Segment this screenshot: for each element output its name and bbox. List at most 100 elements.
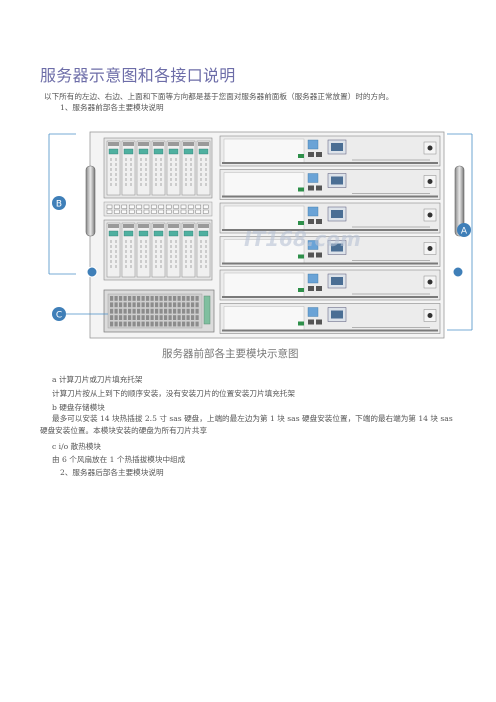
fan-vent (177, 308, 181, 314)
item-b-title: b 硬盘存储模块 (52, 403, 105, 412)
callout-c: C (52, 307, 108, 321)
right-handle (454, 165, 465, 237)
fan-vent (159, 302, 163, 308)
fan-vent (123, 302, 127, 308)
fan-vent (164, 302, 168, 308)
disk-bay (106, 222, 121, 278)
status-led (202, 209, 209, 214)
fan-vent (195, 315, 199, 320)
fan-vent (146, 315, 150, 320)
server-front-diagram: A B C IT168.com (48, 131, 473, 339)
status-led (143, 204, 150, 209)
status-led (165, 204, 172, 209)
fan-vent (186, 302, 190, 308)
fan-vent (177, 296, 181, 301)
fan-vent (173, 302, 177, 308)
fan-vent (186, 308, 190, 314)
fan-vent (110, 302, 114, 308)
status-led (158, 204, 165, 209)
disk-bay (181, 222, 196, 278)
compute-blade (219, 303, 441, 334)
fan-vent (159, 321, 163, 327)
fan-vent (195, 296, 199, 301)
item-c-title: c i/o 散热模块 (52, 442, 102, 451)
fan-vent (150, 308, 154, 314)
fan-vent (182, 302, 186, 308)
disk-bay (106, 140, 121, 196)
fan-vent (177, 302, 181, 308)
section-2-heading: 2、服务器后部各主要模块说明 (60, 468, 164, 477)
callout-a-label: A (461, 227, 468, 237)
status-led (180, 204, 187, 209)
item-b-desc: 最多可以安装 14 块热插拔 2.5 寸 sas 硬盘，上端的最左边为第 1 块… (40, 414, 453, 435)
right-latch-icon (452, 266, 464, 278)
fan-vent (150, 321, 154, 327)
fan-vent (146, 308, 150, 314)
fan-vent (191, 302, 195, 308)
disk-bay (121, 222, 136, 278)
fan-vent (195, 321, 199, 327)
status-led (195, 209, 202, 214)
fan-vent (164, 296, 168, 301)
status-led (114, 204, 120, 209)
disk-bay (121, 140, 136, 196)
status-led (106, 209, 113, 214)
fan-vent (150, 302, 154, 308)
disk-bay (136, 222, 151, 278)
fan-vent (173, 308, 177, 314)
fan-vent (110, 315, 114, 320)
fan-vent (132, 315, 136, 320)
disk-bay (151, 222, 166, 278)
fan-vent (191, 321, 195, 327)
fan-vent (173, 321, 177, 327)
fan-vent (177, 315, 181, 320)
fan-vent (155, 308, 159, 314)
fan-vent (119, 321, 123, 327)
fan-vent (137, 296, 141, 301)
disk-bay (181, 140, 196, 196)
fan-vent (182, 296, 186, 301)
page-title: 服务器示意图和各接口说明 (40, 66, 236, 85)
fan-vent (191, 315, 195, 320)
item-c-desc: 由 6 个风扇放在 1 个热插拔模块中组成 (52, 455, 186, 464)
status-led (106, 204, 113, 209)
status-led (121, 209, 128, 214)
fan-vent (110, 321, 114, 327)
fan-vent (128, 321, 132, 327)
fan-vent (159, 296, 163, 301)
status-led (188, 209, 194, 214)
fan-vent (195, 308, 199, 314)
compute-blade (219, 202, 441, 234)
fan-vent (182, 308, 186, 314)
fan-vent (191, 296, 195, 301)
fan-vent (141, 296, 145, 301)
status-led (158, 209, 165, 214)
disk-bay (136, 140, 151, 196)
fan-vent (173, 315, 177, 320)
fan-vent (119, 296, 123, 301)
intro-text: 以下所有的左边、右边、上面和下面等方向都是基于您面对服务器前面板（服务器正常放置… (44, 92, 394, 101)
disk-bay (151, 140, 166, 196)
callout-b-label: B (56, 200, 62, 210)
fan-vent (177, 321, 181, 327)
fan-vent (110, 308, 114, 314)
callout-b: B (48, 133, 76, 275)
fan-vent (155, 321, 159, 327)
left-latch-icon (86, 266, 98, 278)
status-led (180, 209, 187, 214)
fan-vent (123, 315, 127, 320)
fan-vent (114, 315, 118, 320)
fan-vent (132, 296, 136, 301)
fan-vent (141, 321, 145, 327)
fan-vent (168, 315, 172, 320)
fan-vent (146, 296, 150, 301)
status-led (128, 209, 135, 214)
fan-vent (141, 308, 145, 314)
section-1-heading: 1、服务器前部各主要模块说明 (60, 103, 164, 112)
fan-vent (128, 296, 132, 301)
fan-vent (164, 321, 168, 327)
disk-bay (196, 222, 211, 278)
fan-vent (146, 321, 150, 327)
status-led (128, 204, 135, 209)
fan-vent (128, 302, 132, 308)
